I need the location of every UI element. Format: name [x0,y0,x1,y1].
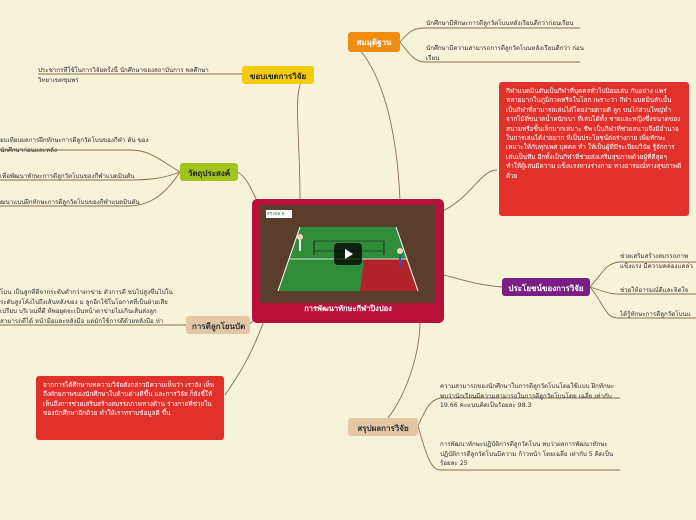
benefit-item-3: ได้รู้ทักษะการตีลูกวัตโบนแ [620,311,691,318]
link-benefit-3 [589,286,696,319]
scope-node[interactable]: ขอบเขตการวิจัย [242,66,314,84]
summary-item-2: การพัฒนาทักษะปฏิบัติการตีลูกวัตโบน พบว่า… [440,441,614,467]
play-icon[interactable] [334,243,362,265]
scope-label: ขอบเขตการวิจัย [249,72,307,81]
link-background [224,317,266,396]
summary-item-1: ความสามารถของนักศึกษาในการตีลูกวัตโบนโดย… [440,383,615,409]
link-hypothesis-1 [399,27,580,43]
objective-label: วัตถุประสงค์ [187,169,231,178]
link-objective-3 [0,171,181,207]
hypothesis-node[interactable]: สมมุติฐาน [348,32,400,52]
link-scope [297,73,311,201]
benefit-label: ประโยชน์ของการวิจัย [508,284,584,293]
benefit-node[interactable]: ประโยชน์ของการวิจัย [502,278,590,296]
summary-label: สรุปผลการวิจัย [357,424,409,433]
link-summary-2 [417,425,620,471]
link-objective-2 [0,171,181,181]
central-topic[interactable]: ตรงท่อ ตุ การพัฒนาทักษะกีฬาปิงปอง [252,199,444,323]
principle-node[interactable]: การตีลูกโยนบัด [186,316,250,334]
video-tag: ตรงท่อ ตุ [267,212,285,217]
link-about [439,169,498,213]
hypothesis-label: สมมุติฐาน [356,38,392,47]
benefit-item-1: ช่วยเสริมสร้างสมรรถภาพ แข็งแรง มีความคล่… [620,253,693,270]
link-hypothesis [349,41,401,201]
benefit-item-2: ช่วยให้อารมณ์ดีและจิตใจ [620,287,689,294]
principle-text: โบน เป็นลูกที่ตีจากระดับต่ำกว่าตาข่าย ตั… [0,289,173,325]
link-objective-1 [0,149,181,173]
objective-item-3: ฒนาแบบฝึกทักษะการตีลูกวัตโบนของกีฬาแบดมิ… [0,199,140,206]
hypothesis-item-1: นักศึกษามีทักษะการตีลูกวัตโบนหลังเรียนดี… [426,20,574,27]
link-hypothesis-2 [399,41,580,63]
about-callout: กีฬาแบดมินตันเป็นกีฬาที่บุคคลทั่วไปนิยมเ… [499,82,689,216]
objective-item-1: ยบเทียบผลการฝึกทักษะการตีลูกวัตโบนของกีฬ… [0,137,149,154]
central-topic-label: การพัฒนาทักษะกีฬาปิงปอง [304,304,392,313]
topic-video[interactable]: ตรงท่อ ตุ [260,205,436,303]
hypothesis-item-2: นักศึกษามีความสามารถการตีลูกวัตโบนหลังเร… [426,45,584,62]
background-callout: จากการได้ศึกษาบทความวิจัยดังกล่าวมีความเ… [36,376,224,440]
link-summary [379,321,421,427]
link-summary-1 [417,397,620,427]
link-benefit-2 [589,286,696,295]
summary-node[interactable]: สรุปผลการวิจัย [348,418,418,436]
link-benefit-1 [589,261,696,288]
scope-text: ประชากรที่ใช้ในการวิจัยครั้งนี้ นักศึกษา… [38,67,209,84]
principle-label: การตีลูกโยนบัด [192,322,246,331]
link-benefit [443,274,503,288]
objective-node[interactable]: วัตถุประสงค์ [180,163,238,181]
objective-item-2: เพื่อพัฒนาทักษะการตีลูกวัตโบนของกีฬาแบดม… [0,173,135,180]
